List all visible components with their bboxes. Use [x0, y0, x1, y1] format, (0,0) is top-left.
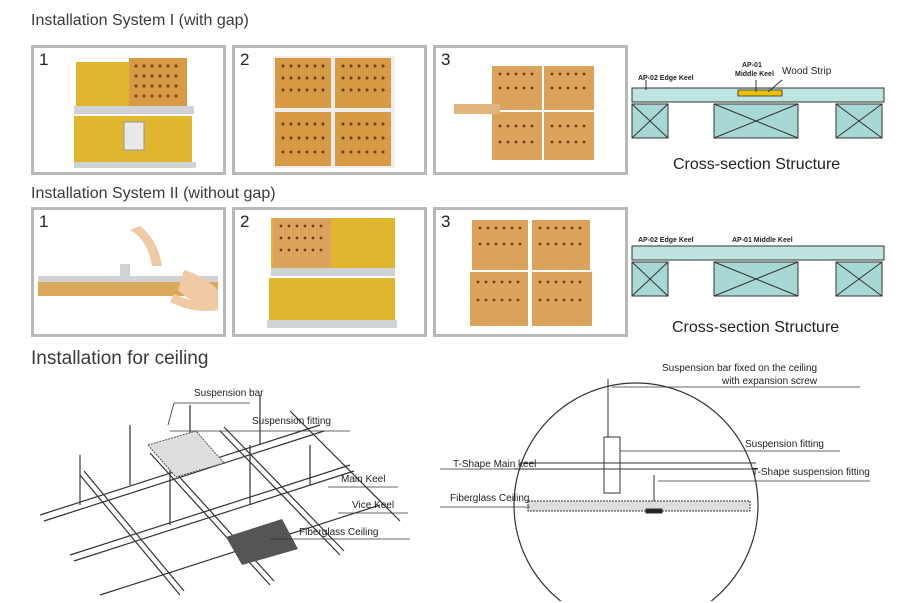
grid-main-keel-label: Main Keel [341, 474, 386, 485]
step-number: 1 [39, 50, 49, 69]
middle-keel-label: Middle Keel [735, 71, 774, 78]
panel-slide-photo [267, 218, 397, 328]
grid-vice-keel-label: Vice Keel [352, 500, 395, 511]
ceiling-grid-diagram [39, 395, 401, 596]
detail-fiberglass-label: Fiberglass Ceiling [450, 493, 530, 504]
wood-strip-photo [454, 66, 594, 160]
detail-suspension-bar-label-1: Suspension bar fixed on the ceiling [662, 363, 818, 374]
step1-photo-frame: 1 [31, 207, 226, 337]
step2-photo-frame: 2 [232, 207, 427, 337]
step-number: 3 [441, 50, 451, 69]
step-number: 3 [441, 212, 451, 231]
edge-keel-label: AP-02 Edge Keel [638, 75, 694, 82]
step-number: 2 [240, 212, 250, 231]
step1-photo-frame: 1 [31, 45, 226, 175]
hand-install-photo [38, 226, 218, 311]
step-number: 2 [240, 50, 250, 69]
edge-keel-label: AP-02 Edge Keel [638, 237, 694, 244]
detail-suspension-bar-label-2: with expansion screw [722, 376, 818, 387]
ceiling-detail-diagram [440, 379, 870, 601]
section3-title: Installation for ceiling [31, 348, 209, 369]
middle-keel-code-label: AP-01 [742, 62, 762, 69]
section2-title: Installation System II (without gap) [31, 185, 276, 202]
cross-section-caption-2: Cross-section Structure [672, 319, 840, 336]
grid-suspension-bar-label: Suspension bar [194, 388, 264, 399]
detail-suspension-fitting-label: Suspension fitting [745, 439, 824, 450]
step2-photo-frame: 2 [232, 45, 427, 175]
middle-keel-label: AP-01 Middle Keel [732, 237, 793, 244]
detail-t-suspension-fitting-label: T-Shape suspension fitting [752, 467, 870, 478]
grid-leader-lines [167, 402, 410, 540]
grid-suspension-fitting-label: Suspension fitting [252, 416, 331, 427]
panel-install-photo [74, 58, 196, 168]
panel-grid-photo [273, 56, 395, 168]
wood-strip-label: Wood Strip [782, 66, 832, 77]
section1-title: Installation System I (with gap) [31, 12, 249, 29]
cross-section-diagram-2 [631, 245, 885, 297]
grid-fiberglass-label: Fiberglass Ceiling [299, 527, 379, 538]
finished-panels-photo [470, 220, 592, 326]
cross-section-diagram-1 [631, 79, 885, 139]
detail-t-main-keel-label: T-Shape Main keel [453, 459, 537, 470]
step-number: 1 [39, 212, 49, 231]
step3-photo-frame: 3 [433, 45, 628, 175]
step3-photo-frame: 3 [433, 207, 628, 337]
cross-section-caption-1: Cross-section Structure [673, 156, 841, 173]
